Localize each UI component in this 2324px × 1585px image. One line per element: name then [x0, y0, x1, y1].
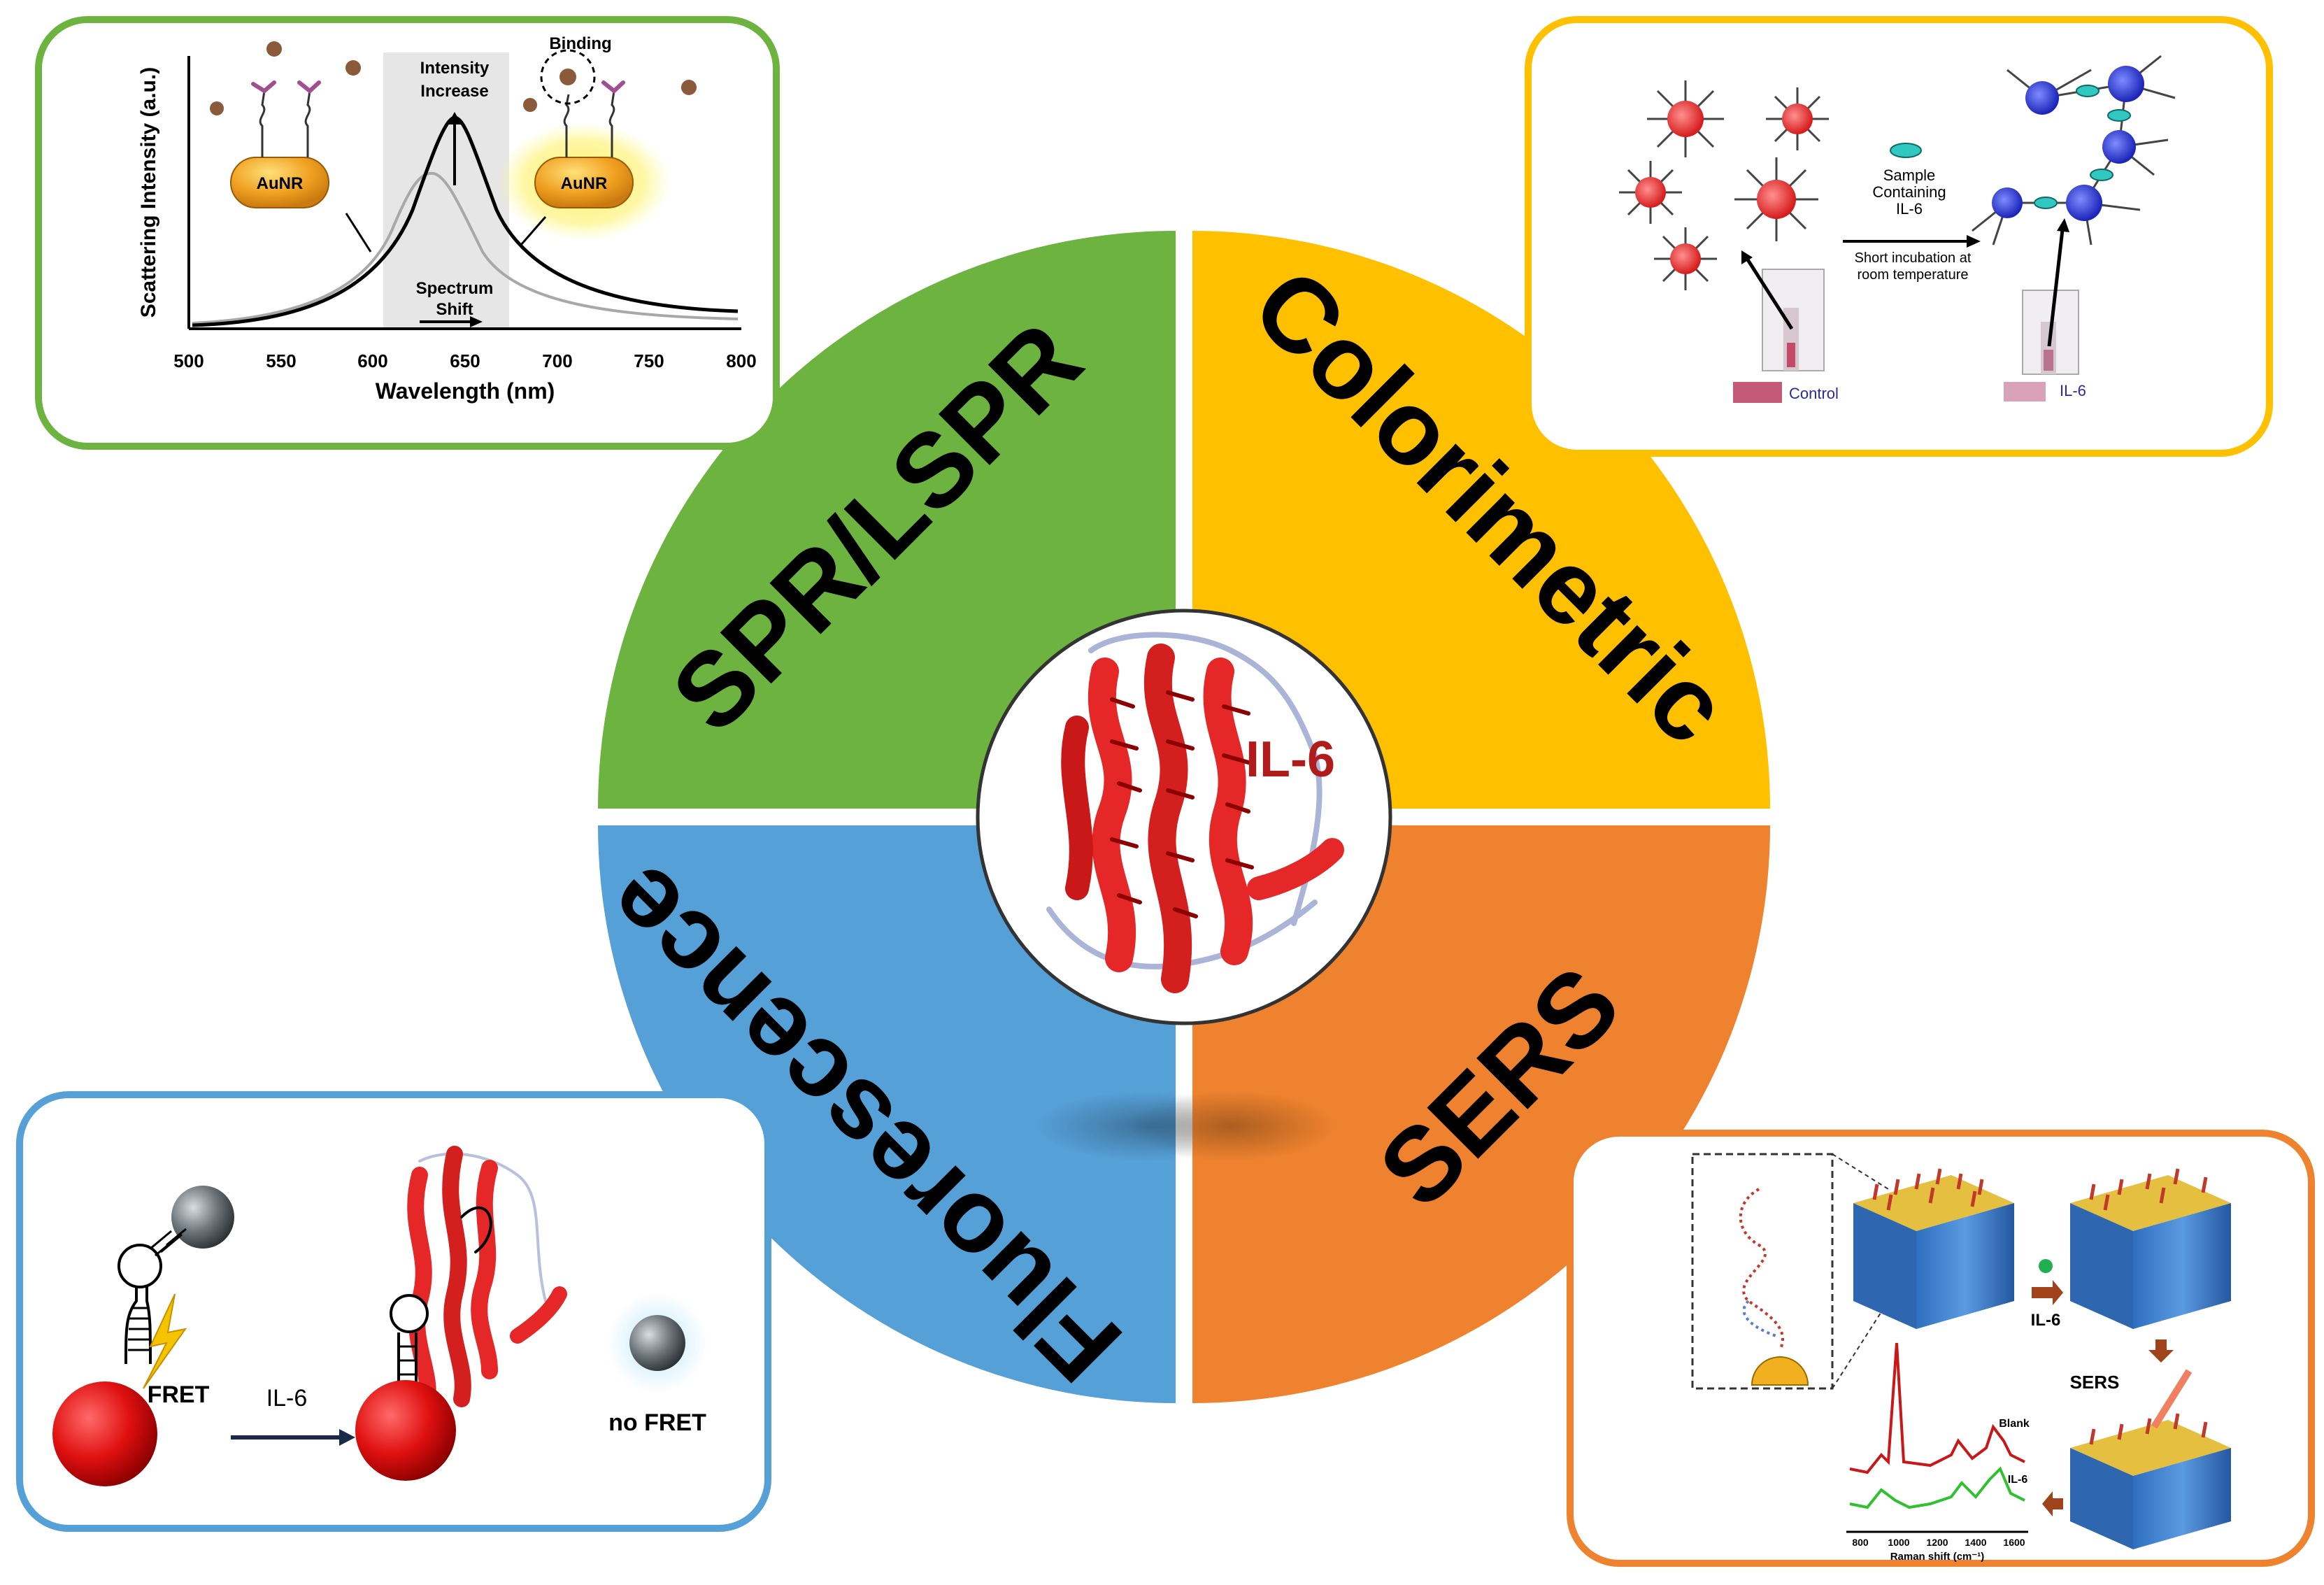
raman-blank-label: Blank: [1999, 1418, 2030, 1430]
spr-x-axis-label: Wavelength (nm): [376, 378, 555, 404]
nanopillar-array-1: [1853, 1168, 2014, 1329]
fluorescence-arrow-label: IL-6: [266, 1385, 308, 1412]
quadrant-spr-lspr: SPR/LSPR: [598, 231, 1176, 809]
il6-swatch: [2004, 382, 2046, 401]
spr-binding-label: Binding: [549, 34, 611, 53]
il6-dot-icon: [2039, 1259, 2053, 1273]
spr-shift-label: Shift: [436, 300, 473, 319]
spr-shift-arrowhead: [470, 316, 483, 327]
spr-x-ticks: 500 550 600 650 700 750 800: [173, 350, 756, 371]
raman-x-tick: 1200: [1926, 1537, 1948, 1548]
fluorophore-ball-icon: [52, 1381, 157, 1486]
red-np-1: [1647, 80, 1724, 157]
sers-inset-box: [1691, 1153, 1834, 1390]
spr-increase-label: Increase: [420, 82, 488, 101]
bound-loop-icon: [390, 1294, 429, 1333]
quadrant-fluorescence-shape: [598, 825, 1176, 1403]
fluorescence-panel: FRET IL-6 no FRET: [16, 1091, 771, 1532]
aunr-right: AuNR Binding: [497, 34, 671, 246]
sers-step-arrow-3: [2042, 1491, 2063, 1516]
aunr-left-rod: [230, 157, 329, 208]
quadrant-colorimetric-shape: [1192, 231, 1770, 809]
sample-line1: Sample: [1883, 166, 1936, 184]
free-quencher: no FRET: [607, 1293, 708, 1436]
raman-x-tick: 1000: [1888, 1537, 1909, 1548]
sers-step-arrow-1: [2032, 1280, 2063, 1305]
il6-tube: IL-6: [2004, 218, 2086, 401]
binding-highlight: [540, 49, 596, 105]
no-fret-label: no FRET: [608, 1409, 706, 1436]
center-il6-protein: IL-6: [976, 609, 1392, 1025]
quadrant-shadow-2: [1126, 1091, 1336, 1161]
aunr-left-label: AuNR: [257, 174, 304, 193]
spr-panel: Scattering Intensity (a.u.) 500 550 600 …: [35, 16, 780, 450]
spr-increase-arrowhead: [448, 112, 462, 125]
spr-x-tick: 800: [726, 350, 756, 371]
aunr-left: AuNR: [230, 80, 372, 253]
aunr-left-pointer: [345, 213, 372, 253]
raman-il6-series: [1849, 1466, 2025, 1509]
il6-swatch-label: IL-6: [2060, 382, 2086, 399]
protein-ribbon-icon: [1046, 632, 1344, 993]
aunr-right-label: AuNR: [561, 174, 608, 193]
incubation-line1: Short incubation at: [1855, 250, 1972, 266]
aptamer-probe-before: FRET: [52, 1186, 234, 1486]
red-np-4: [1734, 157, 1818, 241]
laser-beam: [2151, 1369, 2193, 1429]
raman-blank-series: [1849, 1342, 2025, 1474]
control-label: Control: [1789, 385, 1839, 402]
red-nanoparticles: [1619, 80, 1829, 290]
raman-x-tick: 1600: [2003, 1537, 2025, 1548]
incubation-line2: room temperature: [1858, 267, 1969, 283]
colorimetric-panel: Sample Containing IL-6 Short incubation …: [1525, 16, 2273, 457]
il6-analyte-icon: [1890, 143, 1922, 158]
sers-step-label: SERS: [2070, 1372, 2120, 1393]
raman-spectrum: Blank IL-6 800 1000 1200 1400 1600 Raman…: [1846, 1342, 2030, 1563]
red-np-5: [1654, 227, 1717, 290]
nanopillar-array-3: [2070, 1369, 2231, 1549]
spr-x-tick: 500: [173, 350, 204, 371]
sample-line3: IL-6: [1896, 200, 1923, 218]
aunr-right-pointer: [520, 216, 547, 246]
fluorophore-ball-after-icon: [355, 1380, 456, 1481]
raman-il6-series-label: IL-6: [2008, 1474, 2028, 1486]
spr-intensity-label: Intensity: [420, 59, 490, 78]
fluorescence-arrowhead: [339, 1429, 355, 1446]
bound-il6-icon: [559, 69, 576, 85]
aunr-right-rod: [534, 157, 634, 208]
fret-lightning-icon: [143, 1293, 187, 1389]
raman-x-axis-label: Raman shift (cm⁻¹): [1890, 1551, 1985, 1563]
raman-x-tick: 1400: [1965, 1537, 1986, 1548]
spr-x-tick: 750: [634, 350, 664, 371]
red-np-2: [1766, 87, 1829, 150]
sample-line2: Containing: [1872, 183, 1946, 201]
fret-label: FRET: [148, 1381, 210, 1408]
spr-spectrum-before: [192, 171, 739, 325]
spr-x-tick: 600: [357, 350, 387, 371]
colorimetric-arrowhead: [1967, 235, 1981, 248]
center-il6-label: IL-6: [1246, 732, 1335, 788]
il6-molecule-icons: [210, 41, 697, 115]
control-tube: Control: [1733, 250, 1839, 403]
spr-x-tick: 550: [266, 350, 296, 371]
colorimetric-panel-border: [1525, 16, 2273, 457]
spr-y-axis-label: Scattering Intensity (a.u.): [137, 67, 160, 318]
quadrant-sers-shape: [1192, 825, 1770, 1403]
red-np-3: [1619, 161, 1682, 224]
sers-step-arrow-2: [2148, 1339, 2174, 1363]
quencher-ball-icon: [171, 1186, 234, 1249]
spr-x-tick: 700: [542, 350, 572, 371]
au-nanoparticle-icon: [1751, 1356, 1809, 1386]
control-swatch: [1733, 382, 1782, 403]
sers-il6-label: IL-6: [2031, 1311, 2061, 1330]
spr-spectrum-label: Spectrum: [416, 279, 494, 298]
raman-x-tick: 800: [1852, 1537, 1869, 1548]
blue-aggregate: [1972, 55, 2176, 246]
nanopillar-array-2: [2070, 1168, 2231, 1329]
quadrant-spr-shape: [598, 231, 1176, 809]
sers-panel: IL-6 SERS Blank IL-6 800 1000 1200 1400 …: [1567, 1130, 2315, 1567]
spr-x-tick: 650: [450, 350, 480, 371]
